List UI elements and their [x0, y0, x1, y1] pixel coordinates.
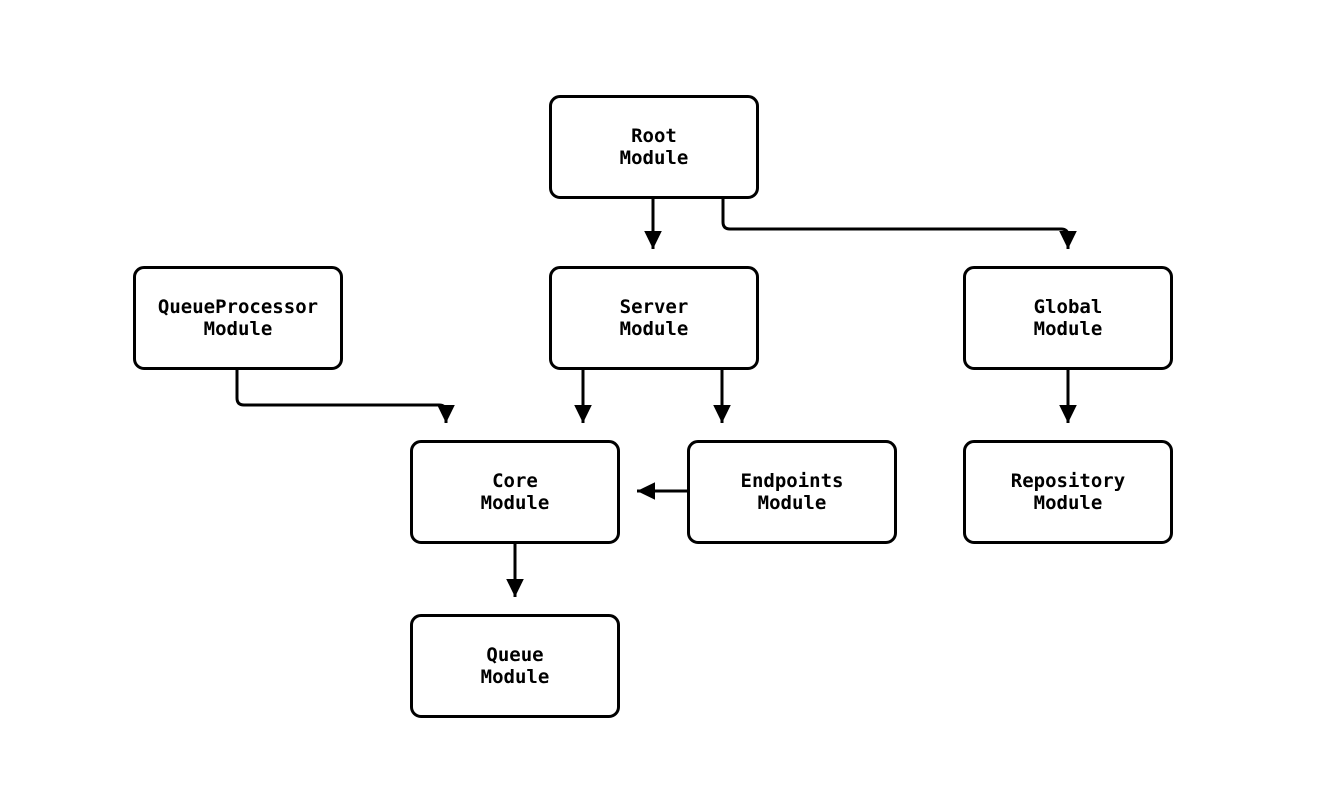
node-label-repository: Repository Module — [1010, 470, 1126, 514]
node-label-core: Core Module — [480, 470, 550, 514]
node-label-server: Server Module — [619, 296, 689, 340]
node-global-module[interactable]: Global Module — [963, 266, 1173, 370]
node-core-module[interactable]: Core Module — [410, 440, 620, 544]
node-server-module[interactable]: Server Module — [549, 266, 759, 370]
node-queue-module[interactable]: Queue Module — [410, 614, 620, 718]
edge-queueprocessor-to-core — [235, 370, 455, 423]
node-label-queue: Queue Module — [480, 644, 550, 688]
node-repository-module[interactable]: Repository Module — [963, 440, 1173, 544]
edge-root-to-global — [721, 199, 1077, 249]
node-root-module[interactable]: Root Module — [549, 95, 759, 199]
node-label-root: Root Module — [619, 125, 689, 169]
node-label-global: Global Module — [1033, 296, 1103, 340]
node-queueprocessor-module[interactable]: QueueProcessor Module — [133, 266, 343, 370]
node-label-queueprocessor: QueueProcessor Module — [157, 296, 319, 340]
node-label-endpoints: Endpoints Module — [740, 470, 844, 514]
node-endpoints-module[interactable]: Endpoints Module — [687, 440, 897, 544]
